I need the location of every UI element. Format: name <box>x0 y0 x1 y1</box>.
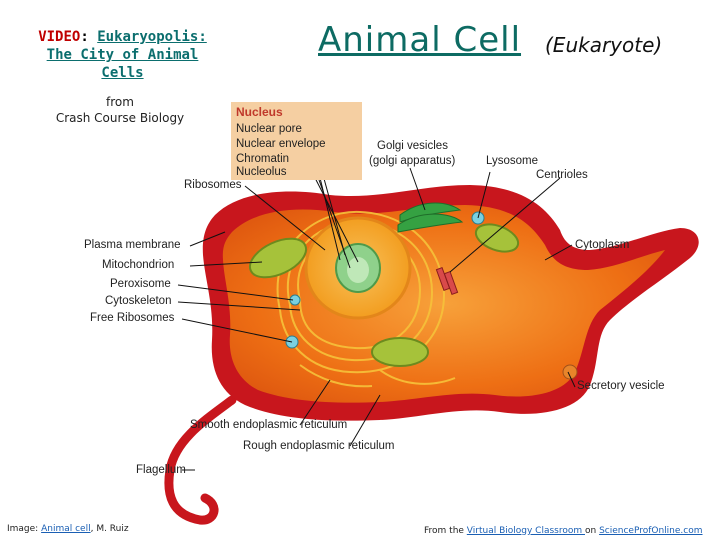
label-free-ribosomes: Free Ribosomes <box>90 312 175 324</box>
label-flagellum: Flagellum <box>136 464 186 476</box>
label-plasma-membrane: Plasma membrane <box>84 239 181 251</box>
label-peroxisome: Peroxisome <box>110 278 171 290</box>
centrioles-shape <box>435 266 459 296</box>
source-credit-mid: on <box>584 526 600 536</box>
image-credit-prefix: Image: <box>7 524 42 534</box>
image-credit: Image: Animal cell, M. Ruiz <box>7 524 129 534</box>
source-credit: From the Virtual Biology Classroom on Sc… <box>424 526 703 536</box>
video-link-line1[interactable]: Eukaryopolis: <box>97 29 207 45</box>
secretory-vesicle-shape <box>562 364 578 380</box>
label-nucleolus: Nucleolus <box>236 166 287 178</box>
video-source: from Crash Course Biology <box>40 94 200 126</box>
video-colon: : <box>80 29 89 45</box>
label-centrioles: Centrioles <box>536 169 588 181</box>
from-line1: from <box>106 95 134 109</box>
label-golgi-apparatus: (golgi apparatus) <box>369 155 456 167</box>
label-rough-er: Rough endoplasmic reticulum <box>243 440 395 452</box>
label-smooth-er: Smooth endoplasmic reticulum <box>190 419 348 431</box>
video-link-line2[interactable]: The City of Animal <box>46 47 199 63</box>
image-credit-link[interactable]: Animal cell <box>41 524 91 534</box>
label-mitochondrion: Mitochondrion <box>102 259 175 271</box>
video-link-block: VIDEO: Eukaryopolis: The City of Animal … <box>10 28 235 82</box>
mitochondrion-shape-3 <box>474 223 520 253</box>
label-golgi-vesicles: Golgi vesicles <box>377 140 448 152</box>
virtual-biology-link[interactable]: Virtual Biology Classroom <box>466 526 585 536</box>
video-link-line3[interactable]: Cells <box>101 65 144 81</box>
label-nucleus: Nucleus <box>236 105 283 119</box>
label-cytoplasm: Cytoplasm <box>575 239 630 251</box>
from-line2: Crash Course Biology <box>55 111 185 125</box>
mitochondrion-shape <box>248 237 308 279</box>
label-ribosomes: Ribosomes <box>184 179 242 191</box>
image-credit-suffix: , M. Ruiz <box>90 524 129 534</box>
label-chromatin: Chromatin <box>236 153 290 165</box>
label-cytoskeleton: Cytoskeleton <box>105 295 172 307</box>
scienceprofonline-link[interactable]: ScienceProfOnline.com <box>599 526 703 536</box>
label-secretory-vesicle: Secretory vesicle <box>577 380 665 392</box>
label-nuclear-envelope: Nuclear envelope <box>236 138 326 150</box>
source-credit-prefix: From the <box>424 526 467 536</box>
nucleus-label-box <box>231 102 362 180</box>
label-nuclear-pore: Nuclear pore <box>236 123 302 135</box>
label-lysosome: Lysosome <box>486 155 538 167</box>
flagellum-shape <box>164 395 237 525</box>
golgi-shape <box>397 202 464 233</box>
page-title: Animal Cell <box>318 20 522 60</box>
page-subtitle: (Eukaryote) <box>545 33 663 57</box>
mitochondrion-shape-2 <box>371 337 429 367</box>
video-prefix: VIDEO <box>38 29 81 45</box>
